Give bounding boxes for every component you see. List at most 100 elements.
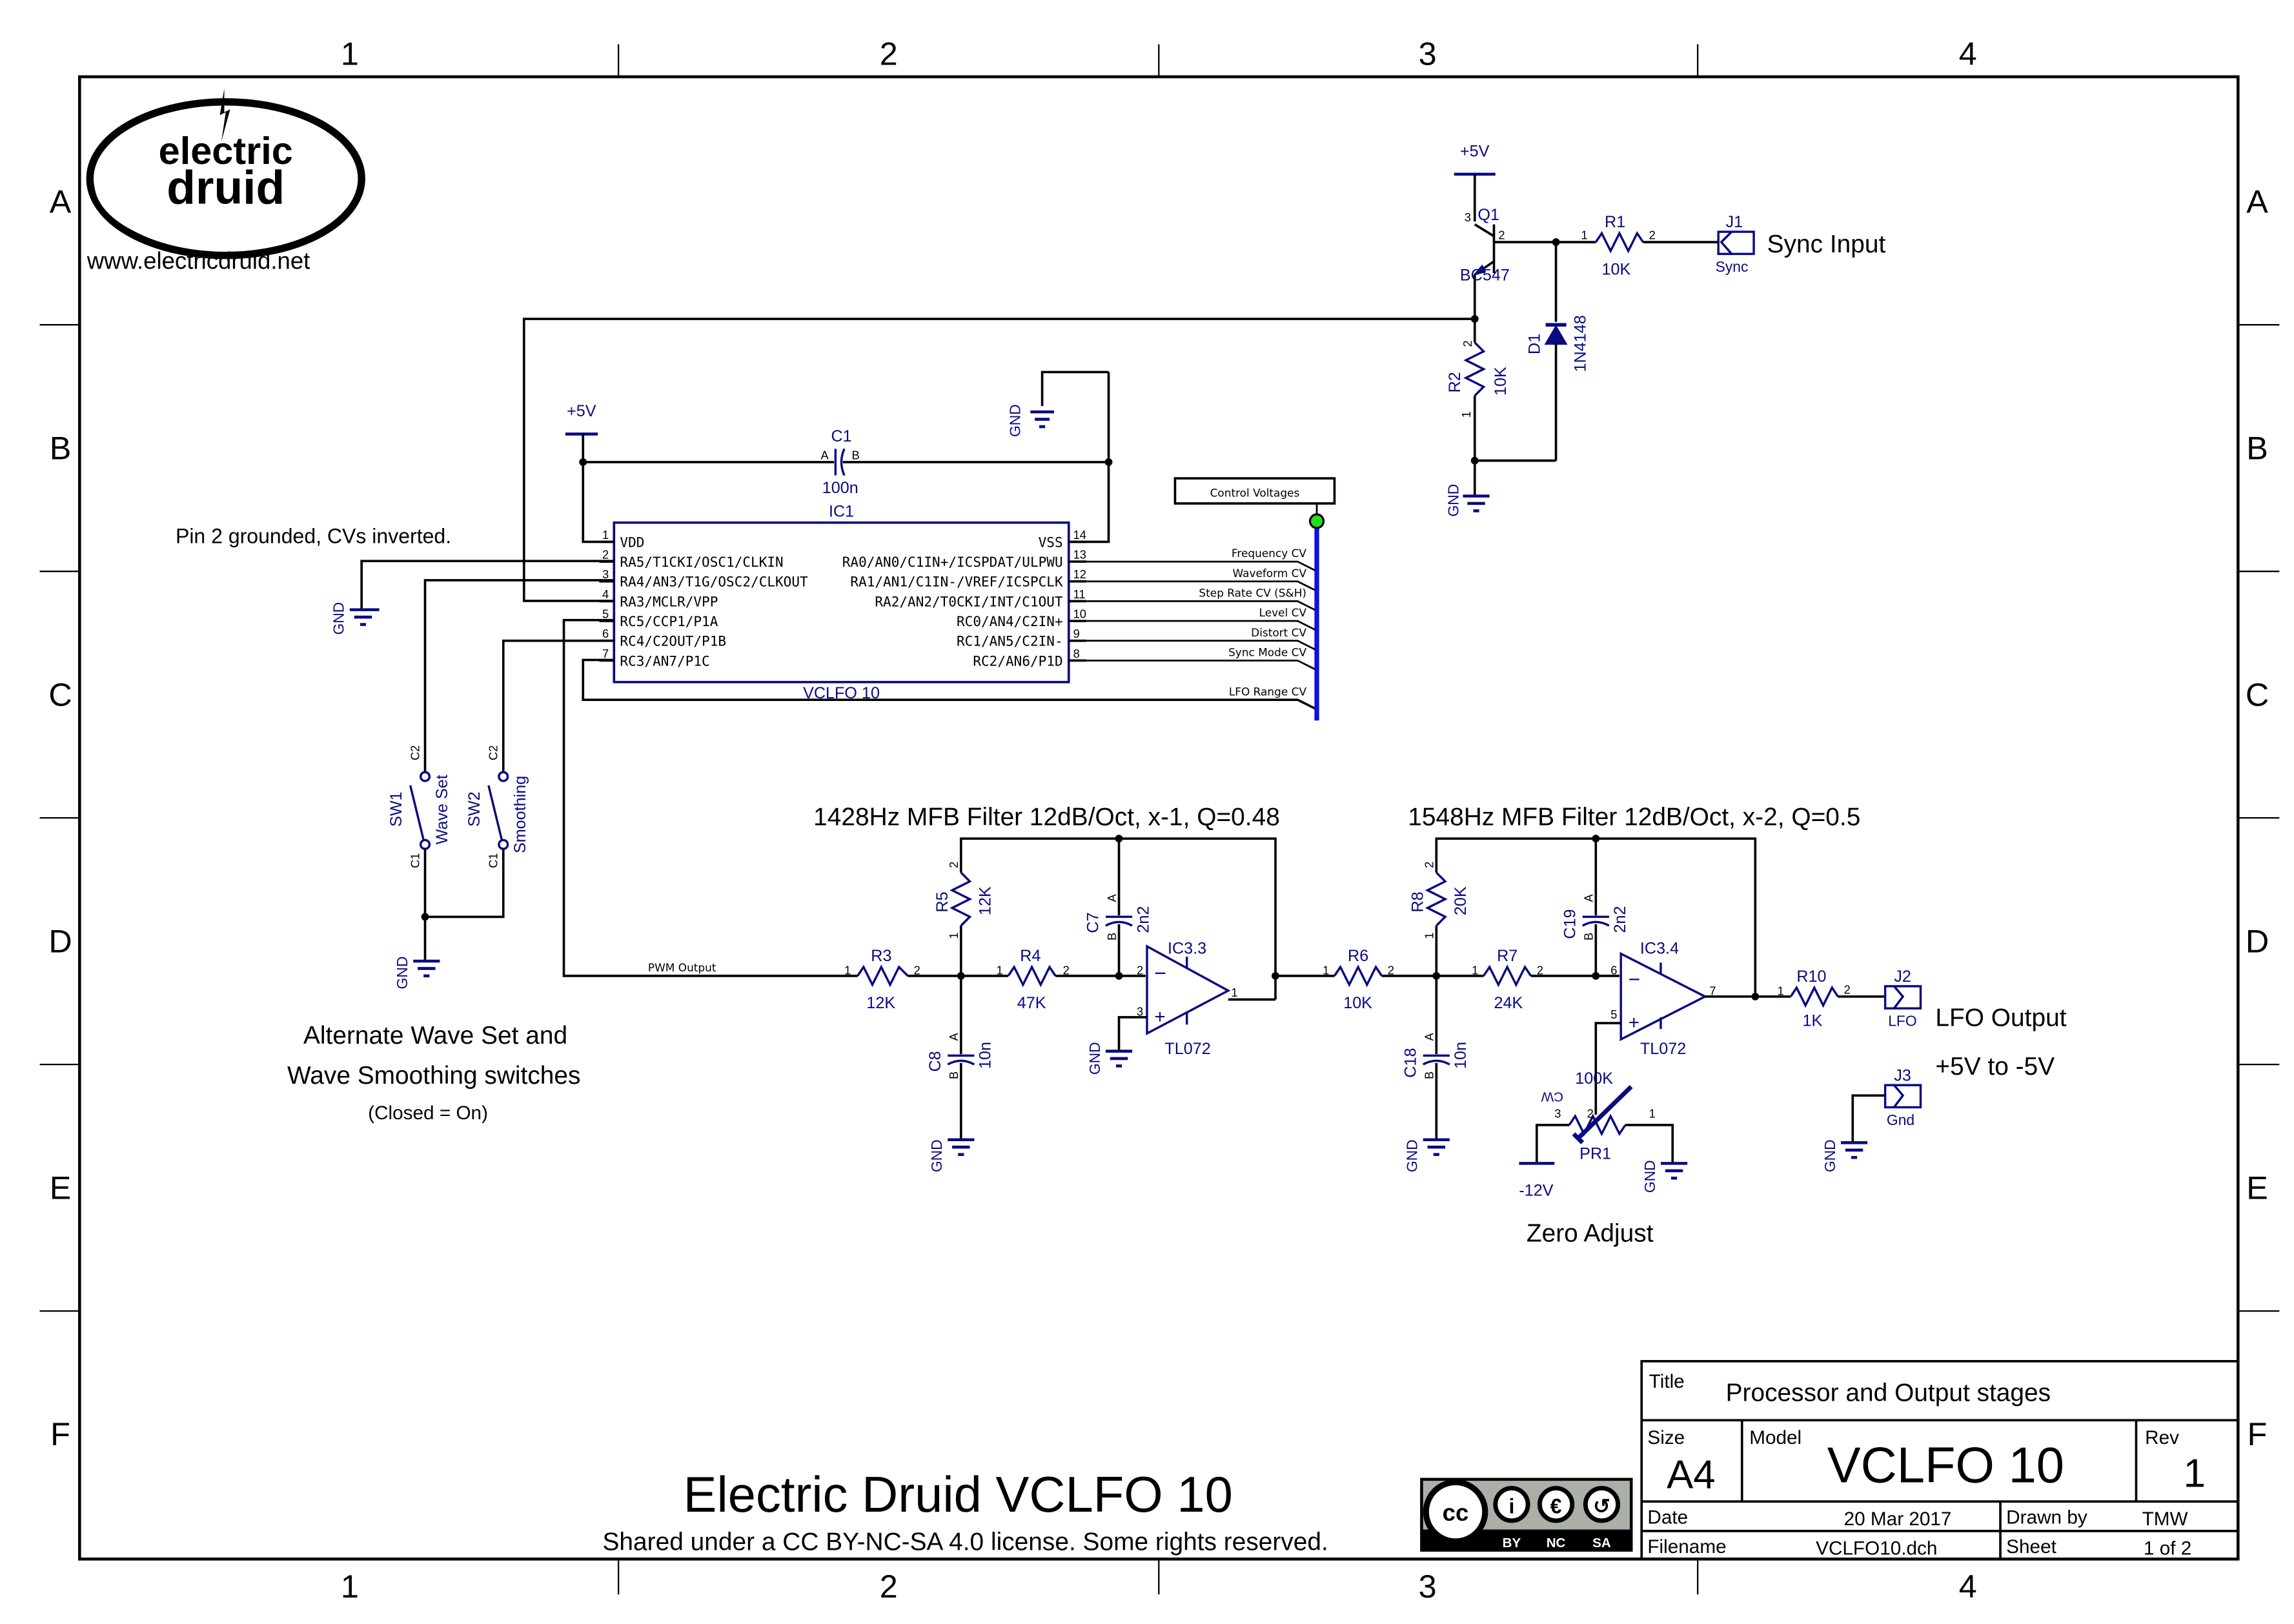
j3-ref: J3 <box>1894 1066 1911 1084</box>
ic3-4-ref: IC3.4 <box>1640 940 1679 958</box>
bus-net-wire <box>1086 640 1316 651</box>
svg-text:+: + <box>1154 1006 1165 1028</box>
svg-text:6: 6 <box>1610 964 1617 977</box>
r5-value: 12K <box>977 886 995 915</box>
grid-col-label: 2 <box>880 36 898 72</box>
svg-text:GND: GND <box>1445 484 1462 517</box>
r10-value: 1K <box>1803 1012 1823 1030</box>
q1-ref: Q1 <box>1477 206 1499 224</box>
svg-text:1: 1 <box>1778 984 1784 998</box>
transistor-q1: 3 2 Q1 BC547 <box>1460 206 1510 285</box>
grid-row-label: B <box>2246 429 2268 466</box>
tb-rev-value: 1 <box>2184 1451 2206 1496</box>
svg-text:5: 5 <box>1610 1008 1617 1021</box>
logo-url[interactable]: www.electricdruid.net <box>86 247 310 274</box>
power-label-minus12v: -12V <box>1519 1182 1553 1200</box>
ic1-pin-number: 13 <box>1073 548 1086 562</box>
svg-text:2: 2 <box>1461 340 1474 347</box>
c1-value: 100n <box>822 479 858 497</box>
resistor-r1: 1 2 R1 10K <box>1581 213 1655 278</box>
sw2-value: Smoothing <box>511 776 529 853</box>
filter1-title: 1428Hz MFB Filter 12dB/Oct, x-1, Q=0.48 <box>813 804 1280 831</box>
tb-title-value: Processor and Output stages <box>1726 1379 2051 1407</box>
svg-text:2: 2 <box>1388 964 1394 977</box>
ic3-3-value: TL072 <box>1164 1040 1210 1058</box>
grid-col-label: 4 <box>1959 36 1977 72</box>
tb-date-label: Date <box>1647 1507 1688 1528</box>
tb-sheet-label: Sheet <box>2006 1536 2056 1558</box>
c7-value: 2n2 <box>1134 906 1152 933</box>
tb-model-label: Model <box>1749 1427 1802 1448</box>
tb-sheet-value: 1 of 2 <box>2144 1538 2191 1559</box>
svg-text:GND: GND <box>1086 1042 1103 1075</box>
pr1-value: 100K <box>1575 1070 1613 1088</box>
svg-text:1: 1 <box>1231 986 1237 999</box>
c19-ref: C19 <box>1561 909 1579 939</box>
grid-row-label: C <box>2246 676 2269 713</box>
sw2-ref: SW2 <box>465 791 483 827</box>
ic1-pin-name: RA4/AN3/T1G/OSC2/CLKOUT <box>620 574 808 590</box>
pwm-output-net-label: PWM Output <box>648 961 716 974</box>
bus-net-label: Distort CV <box>1251 626 1306 639</box>
ground-symbol: GND <box>1641 1160 1688 1193</box>
ic1-pin-name: RC2/AN6/P1D <box>973 653 1062 669</box>
c7-ref: C7 <box>1084 912 1102 933</box>
switch-sw2[interactable]: C2 C1 SW2 Smoothing <box>465 746 529 868</box>
resistor-r3: 1 2 R3 12K <box>844 947 920 1012</box>
svg-text:B: B <box>1582 933 1596 940</box>
ground-symbol: GND <box>1086 1042 1133 1075</box>
switch-sw1[interactable]: C2 C1 SW1 Wave Set <box>387 746 451 868</box>
resistor-r2: 2 1 R2 10K <box>1446 340 1510 418</box>
svg-text:1: 1 <box>1472 964 1478 977</box>
switches-note-line2: Wave Smoothing switches <box>287 1062 580 1090</box>
ic1-pin-number: 6 <box>602 627 609 640</box>
ic1-pin-number: 11 <box>1073 587 1086 601</box>
svg-text:A: A <box>821 448 829 462</box>
sharealike-icon <box>1583 1486 1621 1523</box>
capacitor-c18: A B C18 10n <box>1401 1033 1470 1079</box>
r6-ref: R6 <box>1348 947 1368 965</box>
d1-value: 1N4148 <box>1571 315 1589 372</box>
svg-text:1: 1 <box>1459 411 1473 418</box>
svg-text:2: 2 <box>914 964 920 977</box>
svg-text:B: B <box>1423 1071 1436 1079</box>
tb-drawn-value: TMW <box>2142 1508 2188 1530</box>
grid-row-label: A <box>2246 183 2268 219</box>
footer-license: Shared under a CC BY-NC-SA 4.0 license. … <box>603 1528 1328 1556</box>
switches-note-line1: Alternate Wave Set and <box>303 1022 567 1050</box>
resistor-r10: 1 2 R10 1K <box>1778 968 1851 1030</box>
grid-col-label: 3 <box>1419 36 1437 72</box>
resistor-r6: 1 2 R6 10K <box>1323 947 1394 1012</box>
ic1-pin-name: RA0/AN0/C1IN+/ICSPDAT/ULPWU <box>842 554 1063 570</box>
svg-text:2: 2 <box>1137 964 1143 977</box>
output-range-label: +5V to -5V <box>1935 1053 2055 1081</box>
tb-filename-value: VCLFO10.dch <box>1816 1538 1937 1559</box>
r4-ref: R4 <box>1020 947 1040 965</box>
cc-license-badge[interactable]: cc i € ↺ BY NC SA <box>1420 1477 1633 1552</box>
ic1-pin-number: 2 <box>602 548 609 562</box>
bus-net-label: LFO Range CV <box>1229 685 1307 698</box>
jack-j1[interactable]: J1 Sync <box>1716 213 1755 275</box>
svg-text:3: 3 <box>1554 1106 1561 1120</box>
c19-value: 2n2 <box>1611 906 1629 933</box>
jack-j3[interactable]: J3 Gnd <box>1883 1066 1922 1128</box>
logo-line1: electric <box>159 129 293 172</box>
r8-value: 20K <box>1452 886 1470 915</box>
grid-row-label: D <box>48 922 72 959</box>
ic1-pin-name: VDD <box>620 534 644 550</box>
lightning-bolt-icon <box>219 88 230 142</box>
svg-text:A: A <box>1423 1033 1436 1041</box>
trimmer-pr1[interactable]: 3 2 1 100K CW PR1 <box>1541 1070 1656 1163</box>
ground-symbol: GND <box>1822 1139 1868 1172</box>
tb-rev-label: Rev <box>2145 1427 2179 1448</box>
bus-net-label: Step Rate CV (S&H) <box>1199 587 1306 600</box>
bus-net-label: Waveform CV <box>1232 567 1306 580</box>
logo-line2: druid <box>167 161 285 214</box>
ground-symbol: GND <box>928 1138 975 1172</box>
power-label-plus5v: +5V <box>1460 142 1490 160</box>
svg-text:C2: C2 <box>408 746 421 760</box>
jack-j2[interactable]: J2 LFO <box>1883 968 1922 1030</box>
